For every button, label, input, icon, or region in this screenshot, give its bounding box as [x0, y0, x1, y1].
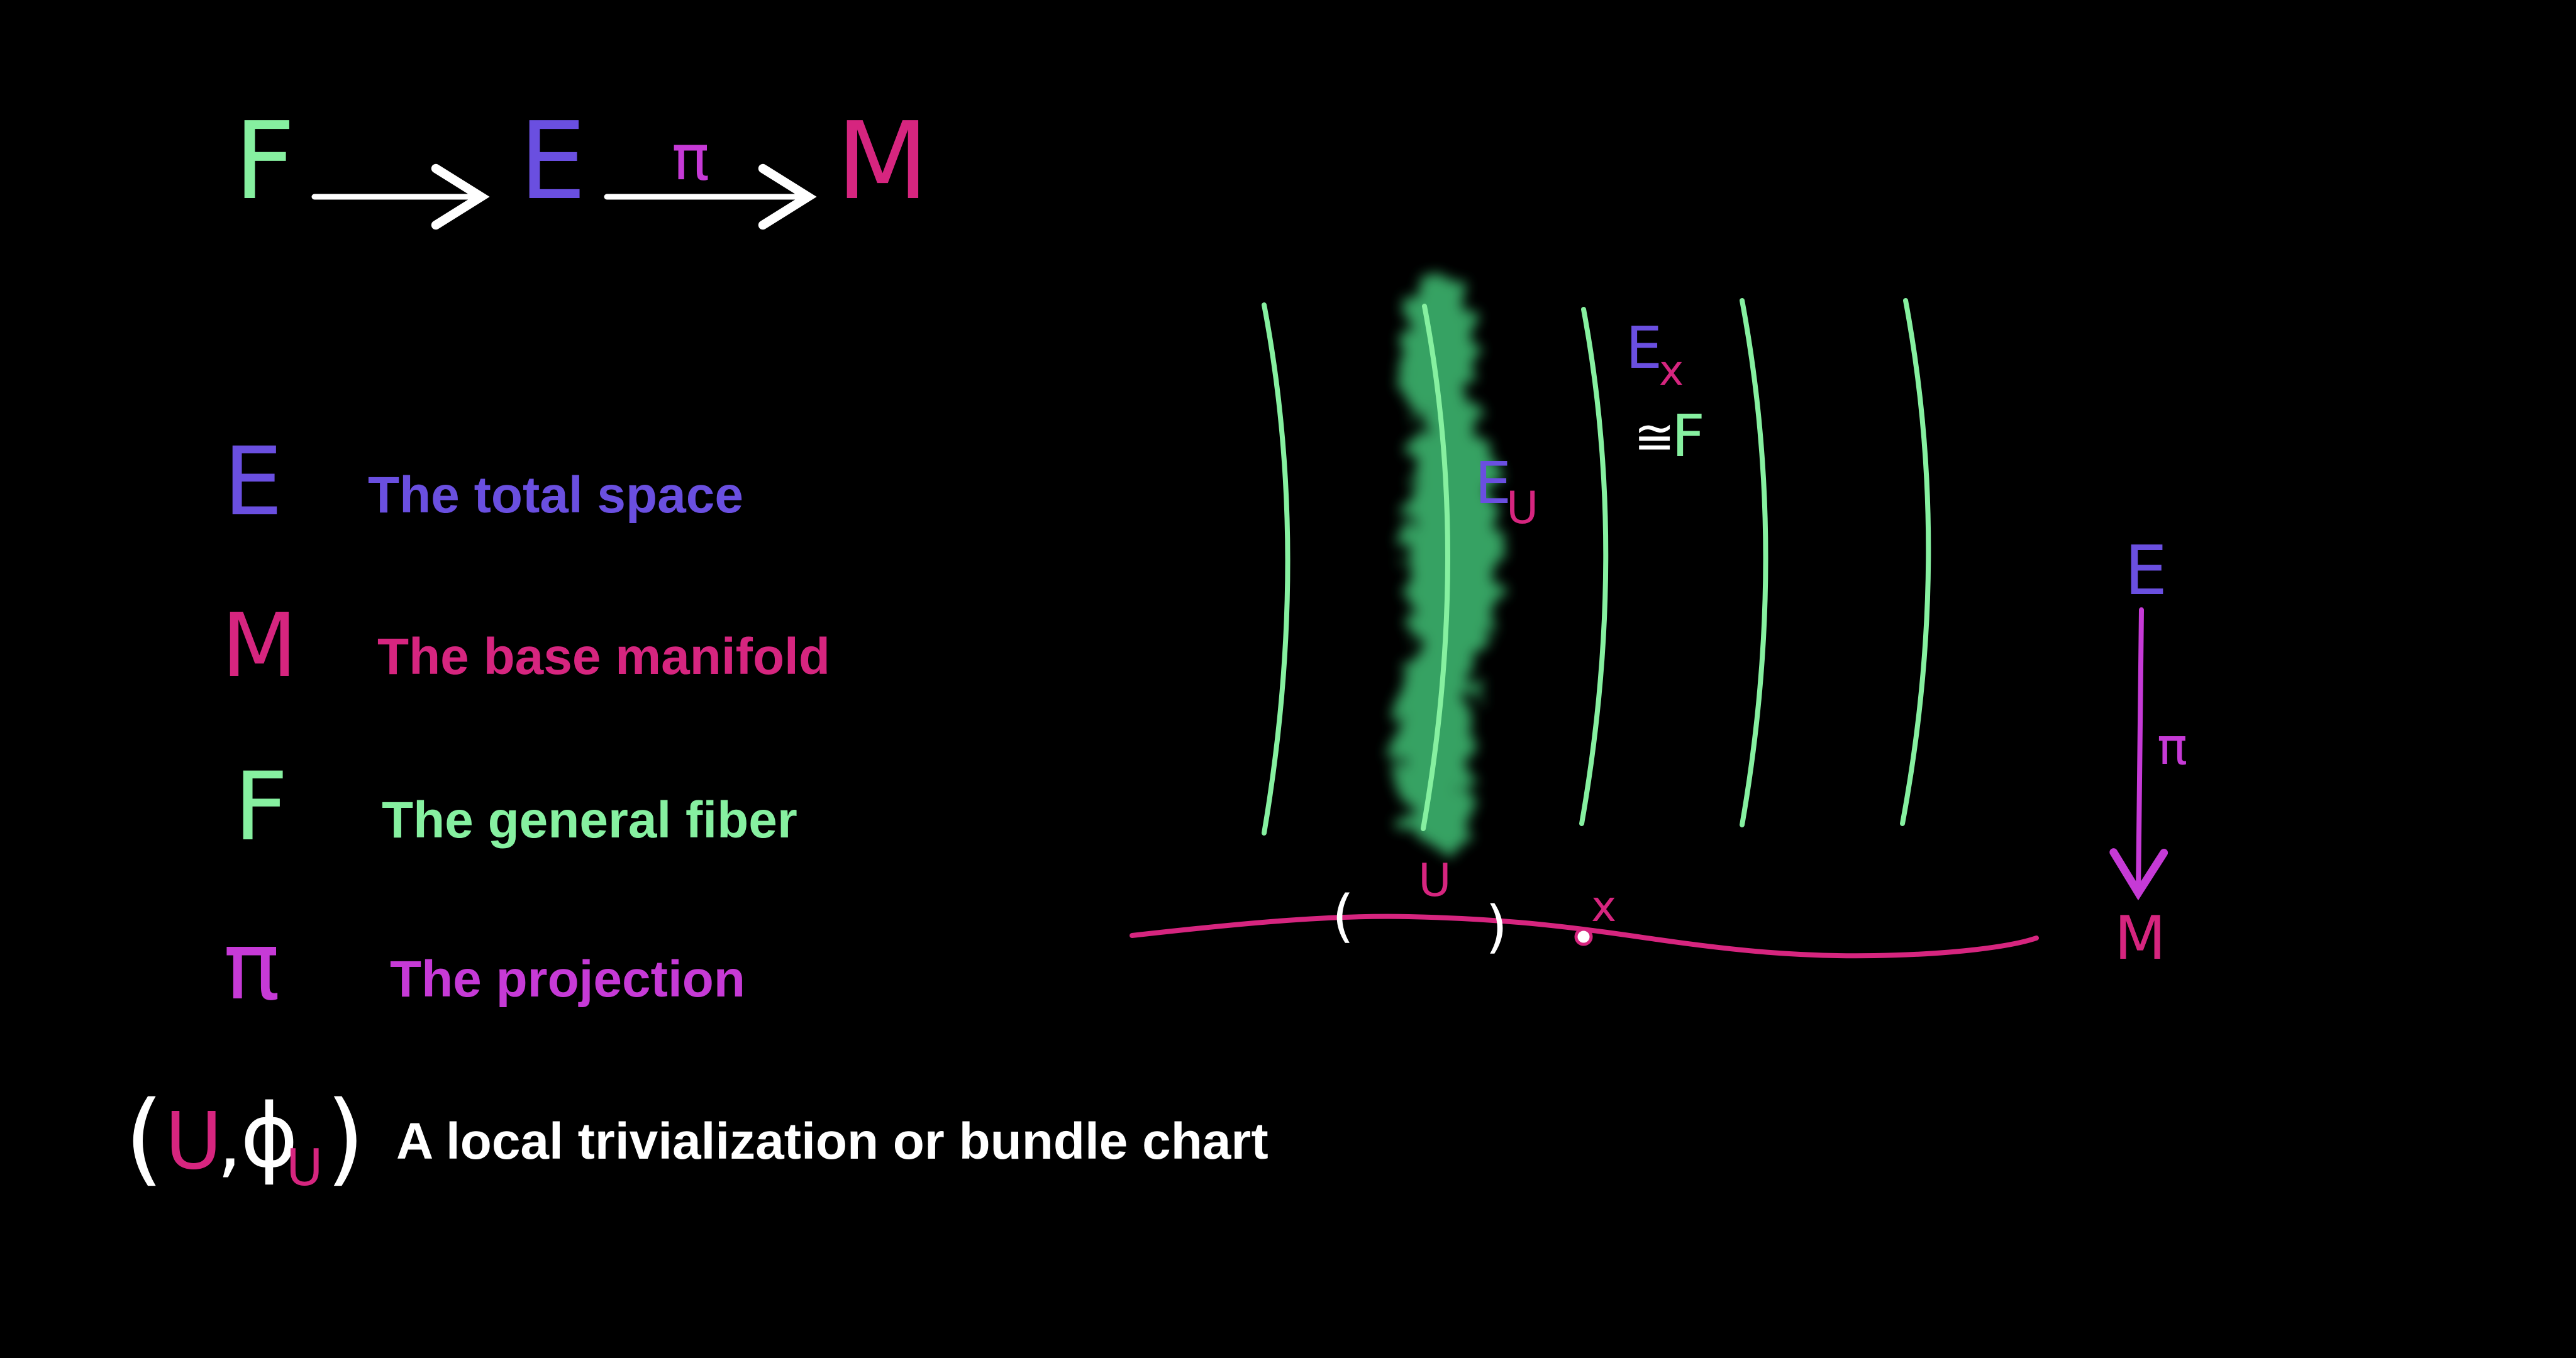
chart-map-symbol: ϕ: [240, 1085, 298, 1188]
legend-symbol: E: [223, 428, 283, 537]
sequence-projection-label: π: [672, 121, 709, 194]
chart-description: A local trivialization or bundle chart: [396, 1113, 1269, 1170]
legend: E The total space M The base manifold F …: [221, 428, 830, 1021]
legend-text: The projection: [390, 951, 745, 1008]
chart-map-subscript: U: [286, 1139, 323, 1197]
legend-symbol: F: [234, 753, 288, 862]
side-projection-label: π: [2157, 717, 2187, 776]
legend-text: The base manifold: [377, 628, 830, 685]
legend-symbol: M: [221, 595, 297, 697]
sequence-fiber-symbol: F: [234, 99, 296, 224]
fibers: [1262, 298, 1931, 836]
legend-text: The total space: [368, 466, 743, 524]
open-set-left-paren: (: [1332, 883, 1354, 949]
fiber-line: [1262, 302, 1291, 836]
side-projection: E π M: [2109, 532, 2187, 973]
chart-close-paren: ): [326, 1079, 365, 1196]
bundle-chart-row: ( U , ϕ U ) A local trivialization or bu…: [125, 1079, 1269, 1197]
bundle-picture: ( ) U x E x ≅ F E U: [1130, 277, 2039, 960]
isomorphism-symbol: ≅: [1634, 409, 1675, 466]
base-point: [1574, 927, 1593, 946]
chart-comma: ,: [217, 1096, 242, 1187]
chart-open-paren: (: [125, 1079, 164, 1196]
legend-item-projection: π The projection: [223, 912, 745, 1021]
open-set-label: U: [1418, 854, 1452, 907]
base-manifold-curve: [1130, 914, 2039, 959]
fiber-over-x-subscript: x: [1659, 346, 1684, 395]
legend-item-total-space: E The total space: [223, 428, 743, 537]
sequence-base-symbol: M: [836, 99, 929, 224]
fiber-line: [1900, 298, 1931, 826]
point-label: x: [1591, 882, 1616, 932]
side-base-symbol: M: [2114, 904, 2166, 973]
fiber-line: [1740, 298, 1768, 827]
fiber-line: [1579, 307, 1609, 826]
sequence-total-space-symbol: E: [519, 99, 586, 224]
legend-item-general-fiber: F The general fiber: [234, 753, 797, 862]
legend-item-base-manifold: M The base manifold: [221, 595, 830, 697]
legend-text: The general fiber: [382, 792, 797, 849]
side-projection-arrow: [2109, 607, 2168, 901]
isomorphism-target: F: [1672, 402, 1705, 470]
fiber-sequence: F E π M: [234, 99, 929, 230]
chart-open-set-symbol: U: [165, 1096, 223, 1187]
restricted-bundle-subscript: U: [1506, 482, 1538, 534]
fiber-over-x-symbol: E: [1626, 314, 1662, 382]
open-set-right-paren: ): [1485, 894, 1507, 960]
restricted-bundle-symbol: E: [1475, 450, 1511, 517]
side-total-space-symbol: E: [2124, 532, 2167, 610]
fiber-line: [1421, 304, 1450, 831]
legend-symbol: π: [223, 912, 280, 1021]
